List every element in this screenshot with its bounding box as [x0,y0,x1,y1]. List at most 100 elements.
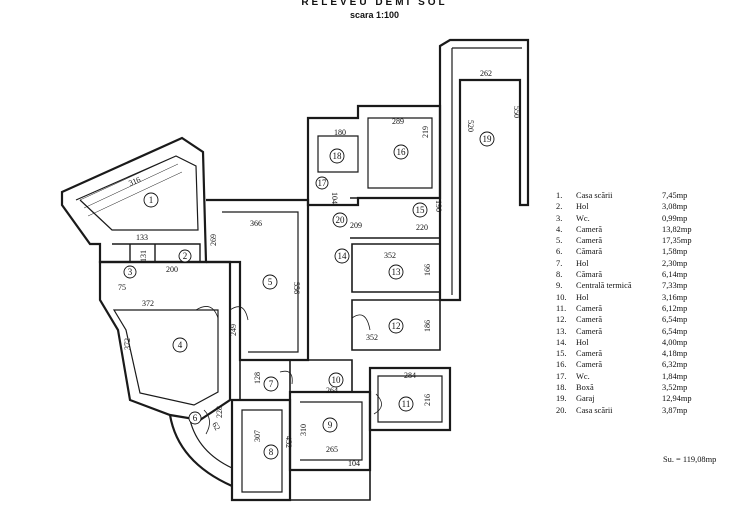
room-marker-7: 7 [263,376,279,392]
room-marker-4: 4 [172,337,188,353]
door-arc-room-11 [373,393,382,415]
legend-number: 13. [556,326,567,336]
wall-room-13 [351,243,441,293]
svg-text:14: 14 [338,251,348,261]
dim-label: 269 [209,234,218,246]
room-marker-20: 20 [332,212,348,228]
legend-room-name: Casa scării [576,191,613,200]
room-marker-5: 5 [262,274,278,290]
legend-room-area: 6,32mp [662,360,688,370]
dim-label: 289 [392,117,404,126]
dim-label: 556 [292,282,301,294]
wall-west-block-inner [75,155,199,231]
legend-number: 2. [556,202,563,212]
room-marker-9: 9 [322,417,338,433]
dim-label: 180 [334,128,346,137]
legend-room-area: 4,00mp [662,337,688,347]
dim-label: 352 [384,251,396,260]
dim-label: 262 [480,69,492,78]
room-marker-17: 17 [315,176,329,190]
dim-label: 284 [404,371,416,380]
legend-room-area: 17,35mp [662,236,692,246]
room-marker-3: 3 [123,265,137,279]
legend-number: 16. [556,360,567,370]
room-marker-15: 15 [412,202,428,218]
legend-room-name: Cameră [576,236,603,246]
wall-garage [438,38,530,302]
dim-label: 307 [253,430,262,442]
legend-number: 18. [556,383,567,393]
wall-room-18 [317,135,359,173]
wall-north-rooms [306,104,442,207]
dim-label: 104 [348,459,360,468]
room-marker-18: 18 [329,148,345,164]
dim-label: 131 [139,250,148,262]
wall-room-9-inner [300,401,363,461]
dim-label: 452 [284,436,293,448]
legend-room-name: Cameră [576,224,603,234]
legend-room-name: Cameră [576,360,603,370]
dim-label: 366 [250,219,262,228]
legend-number: 8. [556,270,563,280]
room-marker-19: 19 [479,131,495,147]
legend-number: 20. [556,405,567,415]
dim-label: 166 [423,264,432,276]
legend-room-name: Wc. [576,213,590,223]
wall-room-4-inner [112,309,219,406]
svg-text:19: 19 [483,134,493,144]
door-arc-room-6 [203,409,210,435]
legend-number: 15. [556,349,567,359]
room-marker-14: 14 [334,248,350,264]
wall-room-11-inner [377,375,443,423]
legend-room-area: 4,18mp [662,349,688,359]
wall-room-10 [308,359,353,392]
dim-label: 316 [127,175,141,188]
legend-room-name: Cămară [576,270,603,280]
legend-room-name: Cameră [576,315,603,325]
dim-label: 216 [423,394,432,406]
svg-text:9: 9 [328,420,333,430]
room-marker-12: 12 [388,318,404,334]
svg-text:18: 18 [333,151,343,161]
wall-rooms-2-3 [112,243,201,262]
svg-text:15: 15 [416,205,426,215]
wall-curved-bay-inner [189,419,233,469]
legend-room-area: 3,87mp [662,405,688,415]
legend-number: 11. [556,303,567,313]
wall-room-8 [230,398,292,502]
legend-room-name: Cameră [576,326,603,336]
svg-text:3: 3 [128,267,133,277]
wall-curved-bay [168,414,233,488]
dim-label: 133 [136,233,148,242]
svg-text:13: 13 [392,267,402,277]
legend-number: 9. [556,281,563,291]
dim-label: 128 [253,372,262,384]
wall-room-16 [367,117,433,189]
wall-south-extension [290,469,371,501]
legend-room-area: 1,84mp [662,371,688,381]
legend-room-name: Hol [576,202,589,212]
svg-text:20: 20 [336,215,346,225]
dim-label: 186 [423,320,432,332]
legend-room-name: Centrală termică [576,281,632,291]
dim-label: 62 [210,421,222,432]
legend-room-area: 13,82mp [662,224,692,234]
svg-text:7: 7 [269,379,274,389]
svg-text:2: 2 [183,251,188,261]
dim-label: 220 [416,223,428,232]
svg-text:17: 17 [318,178,328,188]
legend-number: 17. [556,371,567,381]
